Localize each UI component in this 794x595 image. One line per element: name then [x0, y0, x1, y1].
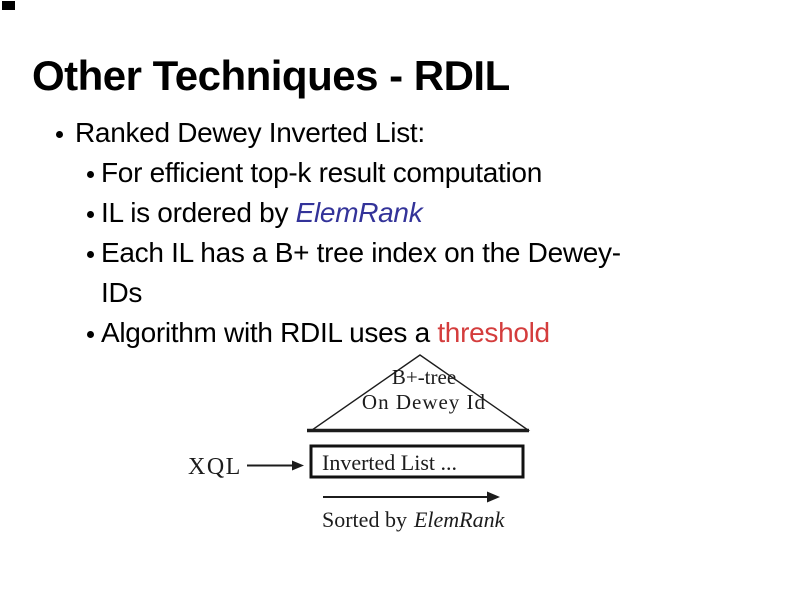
bullet-line-4-wrap: IDs	[101, 277, 142, 309]
bullet-icon	[87, 171, 94, 178]
bullet-line-2: For efficient top-k result computation	[101, 157, 542, 189]
bullet-line-3-text: IL is ordered by	[101, 197, 296, 228]
elemrank-highlight: ElemRank	[295, 197, 423, 228]
sort-caption-pre: Sorted by	[322, 507, 407, 532]
inverted-list-label: Inverted List ...	[322, 450, 457, 475]
bullet-line-4-wrap-text: IDs	[101, 277, 143, 308]
bullet-line-5-text: Algorithm with RDIL uses a	[101, 317, 438, 348]
bullet-line-2-text: For efficient top-k result computation	[101, 157, 542, 188]
bullet-line-5: Algorithm with RDIL uses a threshold	[101, 317, 550, 349]
rdil-diagram: B+-tree On Dewey Id XQL Inverted List ..…	[188, 354, 531, 532]
sort-arrow-head	[487, 491, 500, 503]
bullet-line-3: IL is ordered by ElemRank	[101, 197, 423, 229]
sort-caption-em: ElemRank	[413, 507, 506, 532]
page-title: Other Techniques - RDIL	[32, 52, 510, 99]
inverted-list-box	[309, 444, 525, 479]
bullet-line-4-text: Each IL has a B+ tree index on the Dewey…	[101, 237, 621, 268]
threshold-highlight: threshold	[437, 317, 550, 348]
query-arrow-head	[292, 460, 304, 471]
bullet-line-1: Ranked Dewey Inverted List:	[75, 117, 425, 149]
bullet-line-1-text: Ranked Dewey Inverted List:	[75, 117, 425, 148]
bullet-icon	[87, 331, 94, 338]
query-label: XQL	[188, 454, 242, 480]
bullet-icon	[87, 251, 94, 258]
bullet-line-4: Each IL has a B+ tree index on the Dewey…	[101, 237, 621, 269]
btree-label-line1: B+-tree	[392, 365, 456, 389]
screen-artifact	[2, 1, 15, 10]
bullet-icon	[87, 211, 94, 218]
btree-label-line2: On Dewey Id	[362, 390, 486, 414]
bullet-icon	[56, 131, 63, 138]
